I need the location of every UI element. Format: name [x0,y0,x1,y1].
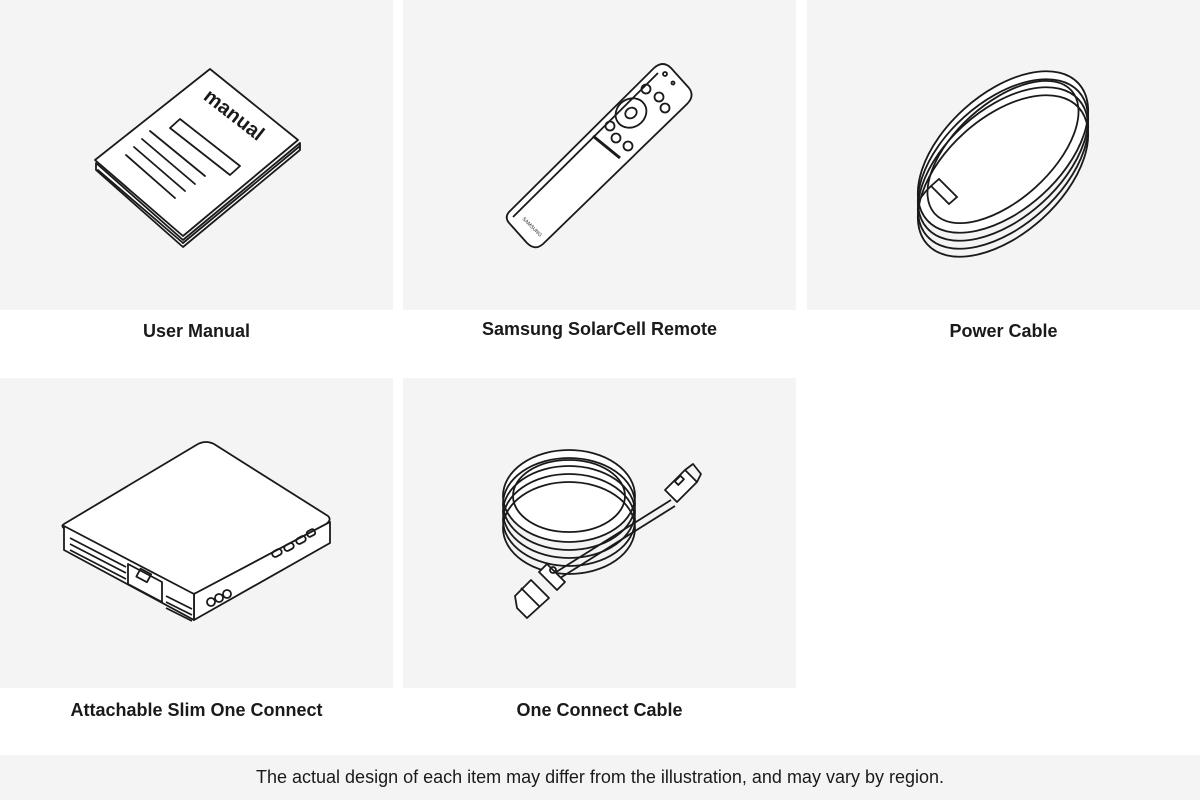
user-manual-tile: manual [0,0,393,310]
disclaimer-text: The actual design of each item may diffe… [256,767,944,787]
one-connect-cable-tile [403,378,796,688]
one-connect-tile [0,378,393,688]
one-connect-cable-icon [502,449,702,619]
power-cable-label: Power Cable [949,321,1058,341]
one-connect-label: Attachable Slim One Connect [70,700,323,720]
remote-icon: SAMSUNG [505,63,693,249]
user-manual-label: User Manual [142,321,251,341]
remote-tile: SAMSUNG [403,0,796,310]
power-cable-tile [807,0,1200,310]
manual-icon: manual [94,68,301,248]
disclaimer-bar: The actual design of each item may diffe… [0,755,1200,800]
one-connect-box-icon [61,441,331,622]
remote-label: Samsung SolarCell Remote [481,319,718,339]
power-cable-icon [916,70,1090,258]
one-connect-cable-label: One Connect Cable [516,700,683,720]
